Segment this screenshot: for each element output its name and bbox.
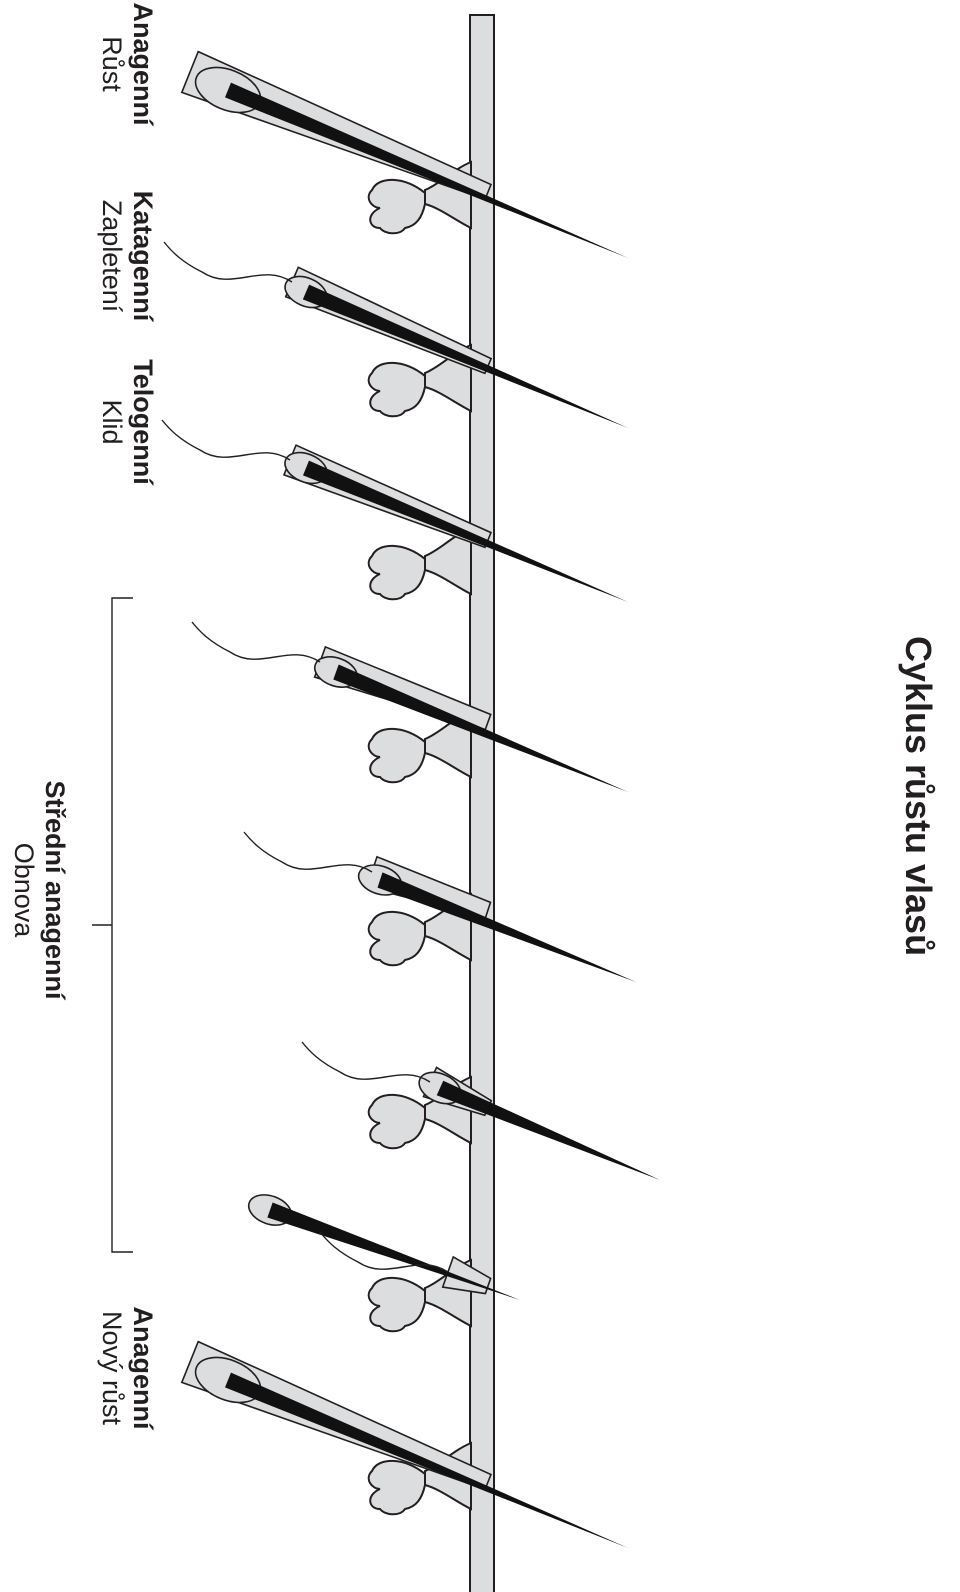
sebaceous-gland — [367, 1093, 426, 1150]
stage-label-telogen: Telogenní Klid — [96, 262, 158, 582]
stage-name: Telogenní — [128, 359, 158, 485]
sebaceous-gland — [367, 910, 426, 967]
diagram-title: Cyklus růstu vlasů — [898, 635, 939, 957]
stage-name: Střední anagenní — [40, 780, 70, 1000]
hair-shaft — [377, 872, 636, 982]
connective-strand — [243, 831, 373, 873]
hair-shaft — [225, 82, 628, 259]
sebaceous-gland — [367, 1459, 426, 1516]
stage-label-new-anagen: Anagenní Nový růst — [96, 1208, 158, 1528]
sebaceous-gland — [367, 1276, 426, 1333]
follicle-sheath — [180, 1340, 493, 1491]
stage-description: Nový růst — [97, 1310, 127, 1426]
stage-label-mid-anagen: Střední anagenní Obnova — [8, 730, 70, 1050]
mid-anagen-bracket — [92, 597, 133, 1253]
sebaceous-gland — [367, 361, 426, 418]
stage-description: Obnova — [9, 842, 39, 938]
connective-strand — [301, 1041, 431, 1083]
hair-shaft — [267, 1202, 520, 1300]
stage-description: Klid — [97, 399, 127, 445]
follicle-sequence — [161, 50, 660, 1548]
stage-name: Anagenní — [128, 1306, 158, 1430]
hair-shaft — [333, 664, 628, 792]
epidermis-band — [469, 14, 495, 1592]
sebaceous-gland — [367, 544, 426, 601]
connective-strand — [163, 241, 293, 283]
sebaceous-gland — [367, 178, 426, 235]
connective-strand — [191, 621, 321, 663]
connective-strand — [319, 1231, 449, 1273]
hair-shaft — [225, 1372, 628, 1548]
hair-shaft — [303, 460, 628, 602]
hair-shaft — [302, 284, 628, 428]
follicle-sheath — [180, 50, 493, 201]
sebaceous-gland — [367, 727, 426, 784]
connective-strand — [161, 419, 291, 461]
hair-shaft — [436, 1080, 660, 1180]
